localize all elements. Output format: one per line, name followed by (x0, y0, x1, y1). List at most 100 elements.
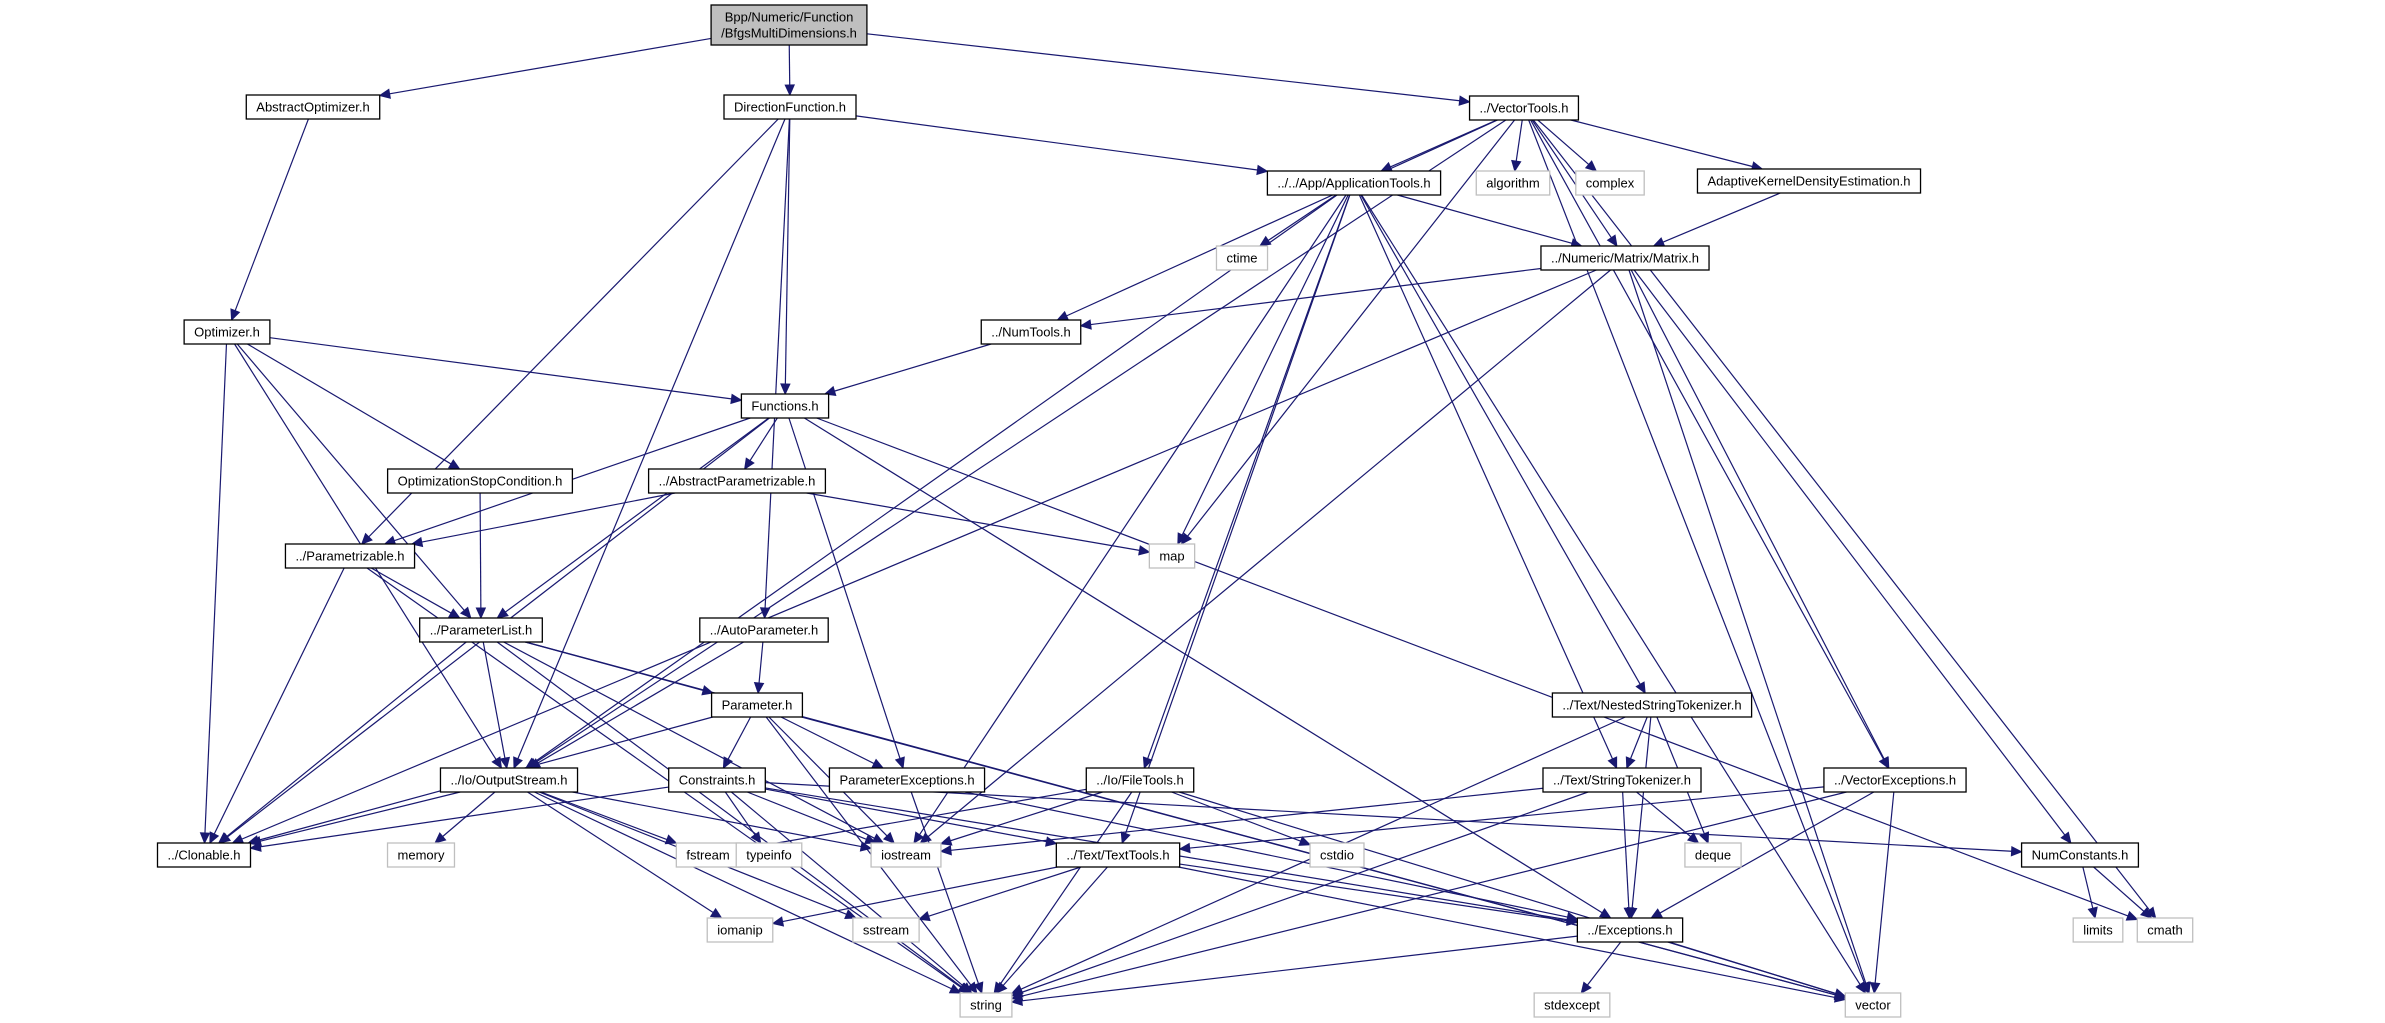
edge-line (764, 118, 791, 609)
edge-VectorTools-to-cmath (1532, 119, 2157, 919)
arrowhead-icon (844, 909, 857, 920)
node-root[interactable]: Bpp/Numeric/Function/BfgsMultiDimensions… (710, 4, 868, 46)
node-VectorExceptions[interactable]: ../VectorExceptions.h (1823, 767, 1967, 793)
node-box (980, 319, 1082, 345)
arrowhead-icon (995, 981, 1008, 994)
node-VectorTools[interactable]: ../VectorTools.h (1468, 95, 1580, 121)
arrowhead-icon (1258, 235, 1272, 247)
edge-line (730, 791, 965, 988)
edge-ParameterList-to-Clonable (217, 641, 467, 844)
arrowhead-icon (1177, 532, 1188, 546)
edge-line (1586, 941, 1622, 986)
edge-DirectionFunction-to-Functions (780, 118, 791, 396)
node-complex: complex (1575, 170, 1645, 196)
node-AbstractOptimizer[interactable]: AbstractOptimizer.h (245, 94, 381, 120)
node-box (870, 842, 942, 868)
edge-VectorTools-to-VectorExceptions (1530, 119, 1889, 770)
node-NestedStringTokenizer[interactable]: ../Text/NestedStringTokenizer.h (1551, 692, 1753, 718)
edge-line (534, 791, 952, 990)
arrowhead-icon (513, 756, 523, 770)
node-label: memory (398, 848, 445, 863)
edge-line (1147, 194, 1351, 759)
node-AdaptiveKDE[interactable]: AdaptiveKernelDensityEstimation.h (1696, 168, 1922, 194)
node-OutputStream[interactable]: ../Io/OutputStream.h (439, 767, 579, 793)
edge-NestedStringTokenizer-to-StringTokenizer (1625, 716, 1648, 770)
node-TextTools[interactable]: ../Text/TextTools.h (1055, 842, 1181, 868)
node-FileTools[interactable]: ../Io/FileTools.h (1085, 767, 1195, 793)
edge-line (1189, 786, 1824, 849)
node-OptimizationStopCondition[interactable]: OptimizationStopCondition.h (386, 468, 574, 494)
edge-Functions-to-AbstractParametrizable (744, 417, 778, 471)
edge-OutputStream-to-iostream (572, 791, 873, 852)
edge-TextTools-to-iomanip (771, 866, 1058, 927)
node-box (1148, 543, 1196, 569)
edge-Matrix-to-VectorExceptions (1630, 269, 1890, 770)
node-label: iomanip (717, 923, 763, 938)
edge-line (537, 641, 744, 764)
arrowhead-icon (2010, 845, 2023, 857)
node-box (723, 94, 857, 120)
edge-Parameter-to-Constraints (722, 716, 752, 770)
edge-Constraints-to-NumConstants (765, 782, 2023, 857)
node-AutoParameter[interactable]: ../AutoParameter.h (699, 617, 829, 643)
node-StringTokenizer[interactable]: ../Text/StringTokenizer.h (1542, 767, 1702, 793)
node-label: Constraints.h (679, 773, 756, 788)
node-Parameter[interactable]: Parameter.h (710, 692, 804, 718)
edge-VectorTools-to-complex (1537, 119, 1598, 172)
edge-line (260, 791, 461, 842)
node-label: Bpp/Numeric/Function (725, 10, 854, 25)
arrowhead-icon (744, 457, 755, 471)
edge-line (241, 269, 1597, 840)
edge-line (727, 716, 752, 760)
node-label: DirectionFunction.h (734, 100, 846, 115)
node-box (183, 319, 271, 345)
edge-Functions-to-ParameterExceptions (788, 417, 905, 770)
node-Matrix[interactable]: ../Numeric/Matrix/Matrix.h (1540, 245, 1710, 271)
arrowhead-icon (491, 756, 503, 770)
edge-line (999, 791, 1133, 986)
node-label: ../VectorTools.h (1480, 101, 1569, 116)
arrowhead-icon (913, 831, 925, 845)
edge-line (247, 343, 452, 465)
edge-line (260, 786, 669, 848)
node-DirectionFunction[interactable]: DirectionFunction.h (723, 94, 857, 120)
node-ParameterList[interactable]: ../ParameterList.h (419, 617, 543, 643)
node-label: string (970, 998, 1002, 1013)
edge-line (389, 37, 712, 95)
node-Clonable[interactable]: ../Clonable.h (156, 842, 252, 868)
arrowhead-icon (759, 607, 771, 620)
node-label: ../Io/FileTools.h (1096, 773, 1183, 788)
node-box (1266, 170, 1442, 196)
edge-ApplicationTools-to-vector (1361, 194, 1867, 995)
node-NumTools[interactable]: ../NumTools.h (980, 319, 1082, 345)
node-label: ../ParameterList.h (430, 623, 533, 638)
node-box (2072, 917, 2124, 943)
edge-StringTokenizer-to-Exceptions (1622, 791, 1635, 920)
edge-Optimizer-to-OptimizationStopCondition (247, 343, 461, 470)
edge-line (213, 567, 345, 835)
edge-line (749, 417, 778, 461)
node-box (699, 617, 829, 643)
node-ParameterExceptions[interactable]: ParameterExceptions.h (828, 767, 986, 793)
node-Constraints[interactable]: Constraints.h (668, 767, 766, 793)
node-NumConstants[interactable]: NumConstants.h (2020, 842, 2140, 868)
node-Exceptions[interactable]: ../Exceptions.h (1576, 917, 1684, 943)
edge-StringTokenizer-to-string (1010, 791, 1589, 998)
edge-AutoParameter-to-Parameter (753, 641, 765, 695)
edge-line (2093, 866, 2145, 912)
edge-OutputStream-to-Clonable (249, 791, 461, 847)
node-Optimizer[interactable]: Optimizer.h (183, 319, 271, 345)
edge-line (784, 118, 791, 385)
node-box (1684, 842, 1742, 868)
node-Parametrizable[interactable]: ../Parametrizable.h (284, 543, 416, 569)
node-box (1575, 170, 1645, 196)
edge-line (1021, 935, 1578, 1002)
node-AbstractParametrizable[interactable]: ../AbstractParametrizable.h (647, 468, 827, 494)
node-label: ../AbstractParametrizable.h (659, 474, 816, 489)
node-sstream: sstream (852, 917, 920, 943)
node-stdexcept: stdexcept (1533, 992, 1611, 1018)
edge-line (234, 118, 309, 311)
node-Functions[interactable]: Functions.h (740, 393, 830, 419)
edge-Optimizer-to-Functions (269, 337, 743, 405)
node-ApplicationTools[interactable]: ../../App/ApplicationTools.h (1266, 170, 1442, 196)
